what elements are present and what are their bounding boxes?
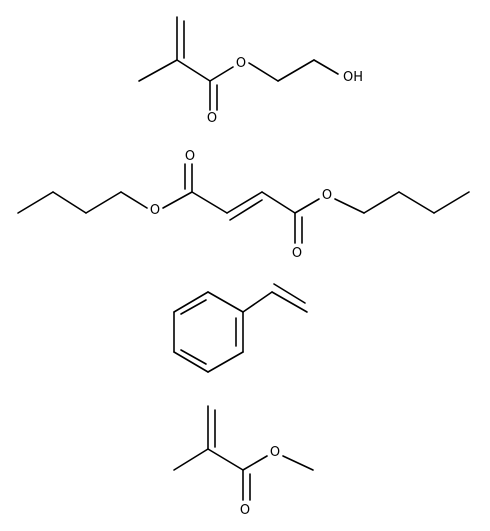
bond-butyl-left-4 xyxy=(120,191,148,209)
bond-alkene-inner xyxy=(229,199,263,221)
bond-ester-och2 xyxy=(248,62,279,82)
atom-oxygen-ester: O xyxy=(236,56,246,71)
molecule-dibutyl-fumarate: O O O O xyxy=(17,149,470,261)
ring-inner-bond-3 xyxy=(180,299,207,315)
bond-alkene-outer xyxy=(226,191,263,214)
bond-ester-co xyxy=(209,66,234,82)
bond-vinyl-double-inner xyxy=(273,283,306,304)
bond-ester-co xyxy=(242,455,268,471)
bonds xyxy=(173,405,314,501)
ring-inner-bond-2 xyxy=(180,349,207,365)
atom-oxygen-carbonyl: O xyxy=(240,503,250,518)
bond-ethyl xyxy=(277,59,315,82)
atom-oxygen-carbonyl: O xyxy=(207,111,217,126)
bond-ester-left xyxy=(162,191,193,209)
molecule-hydroxyethyl-methacrylate: O O OH xyxy=(138,16,363,126)
bond-vinyl-double-outer xyxy=(271,291,308,313)
ring-bond-4 xyxy=(173,351,209,373)
bond-butyl-left-2 xyxy=(52,191,87,214)
bond-ester-methyl xyxy=(282,455,314,471)
bond-hydroxyl xyxy=(313,59,339,75)
molecule-methyl-methacrylate: O O xyxy=(173,405,314,518)
bond-butyl-right-3 xyxy=(398,191,435,214)
bond-alpha-carbonyl xyxy=(207,448,244,471)
bond-alpha-carbonyl xyxy=(176,59,211,82)
bonds xyxy=(173,283,308,373)
ring-bond-3 xyxy=(207,351,244,373)
bond-ester-right xyxy=(294,198,320,214)
atom-hydroxyl: OH xyxy=(343,70,363,85)
bond-butyl-right-1 xyxy=(334,198,365,214)
bond-methyl xyxy=(173,448,209,471)
bond-vinyl-single xyxy=(242,291,273,313)
bond-vinyl-left xyxy=(191,191,228,214)
bond-butyl-left-3 xyxy=(85,191,122,214)
bond-butyl-right-2 xyxy=(363,191,400,214)
bond-butyl-right-4 xyxy=(433,191,470,214)
atom-oxygen-ester: O xyxy=(270,445,280,460)
atom-oxygen-carbonyl-left: O xyxy=(185,149,195,164)
bond-methyl xyxy=(138,59,178,82)
ring-bond-1 xyxy=(207,291,244,313)
molecule-styrene xyxy=(173,283,308,373)
bonds xyxy=(17,163,470,244)
bond-butyl-left-1 xyxy=(17,191,54,214)
atom-oxygen-ester-right: O xyxy=(322,188,332,203)
bonds xyxy=(138,16,339,111)
atom-oxygen-carbonyl-right: O xyxy=(292,246,302,261)
atom-oxygen-ester-left: O xyxy=(150,203,160,218)
bond-vinyl-right xyxy=(261,191,296,214)
ring-bond-6 xyxy=(173,291,209,313)
